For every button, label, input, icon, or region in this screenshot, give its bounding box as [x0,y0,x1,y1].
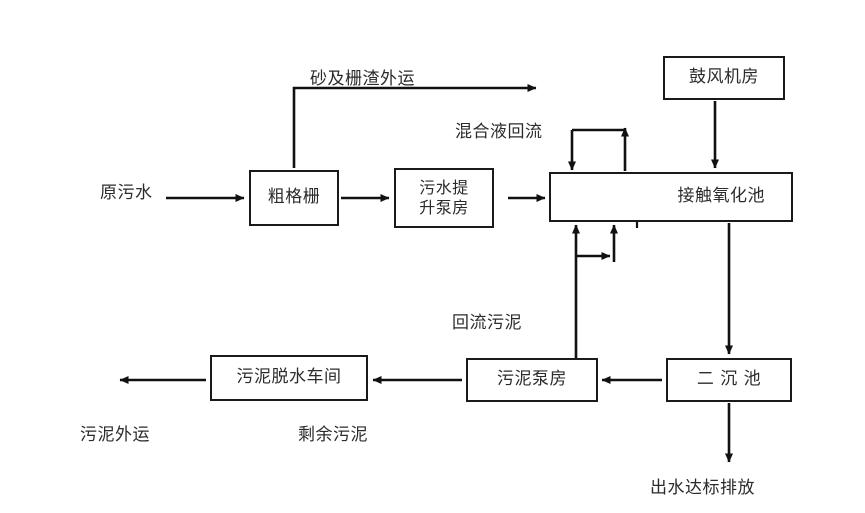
node-blower-room[interactable]: 鼓风机房 [663,56,785,100]
label-mixed-liquor-return: 混合液回流 [455,122,543,142]
node-coarse-screen[interactable]: 粗格栅 [249,170,339,226]
label-excess-sludge: 剩余污泥 [298,425,368,445]
node-coarse-screen-label: 粗格栅 [267,187,321,208]
node-secondary-clarifier[interactable]: 二 沉 池 [666,358,792,402]
label-return-sludge: 回流污泥 [452,313,522,333]
node-blower-room-label: 鼓风机房 [689,67,759,88]
node-sludge-dewatering-workshop-label: 污泥脱水车间 [236,367,342,388]
node-contact-oxidation-tank[interactable]: 接触氧化池 [549,172,793,222]
node-sludge-dewatering-workshop[interactable]: 污泥脱水车间 [210,355,368,401]
label-effluent-standard-discharge: 出水达标排放 [650,478,755,498]
node-contact-oxidation-tank-label: 接触氧化池 [677,186,765,207]
label-sludge-transport-out: 污泥外运 [80,425,150,445]
label-raw-sewage: 原污水 [100,183,153,203]
arrow-grit-screenings-out [292,84,537,168]
label-grit-and-screenings-transport: 砂及栅渣外运 [310,69,415,89]
node-sewage-lift-pump-room[interactable]: 污水提 升泵房 [394,168,494,228]
node-sludge-pump-room-label: 污泥泵房 [497,369,567,390]
node-sewage-lift-pump-room-label: 污水提 升泵房 [419,178,469,217]
node-sludge-pump-room[interactable]: 污泥泵房 [466,358,598,402]
node-secondary-clarifier-label: 二 沉 池 [696,369,762,390]
